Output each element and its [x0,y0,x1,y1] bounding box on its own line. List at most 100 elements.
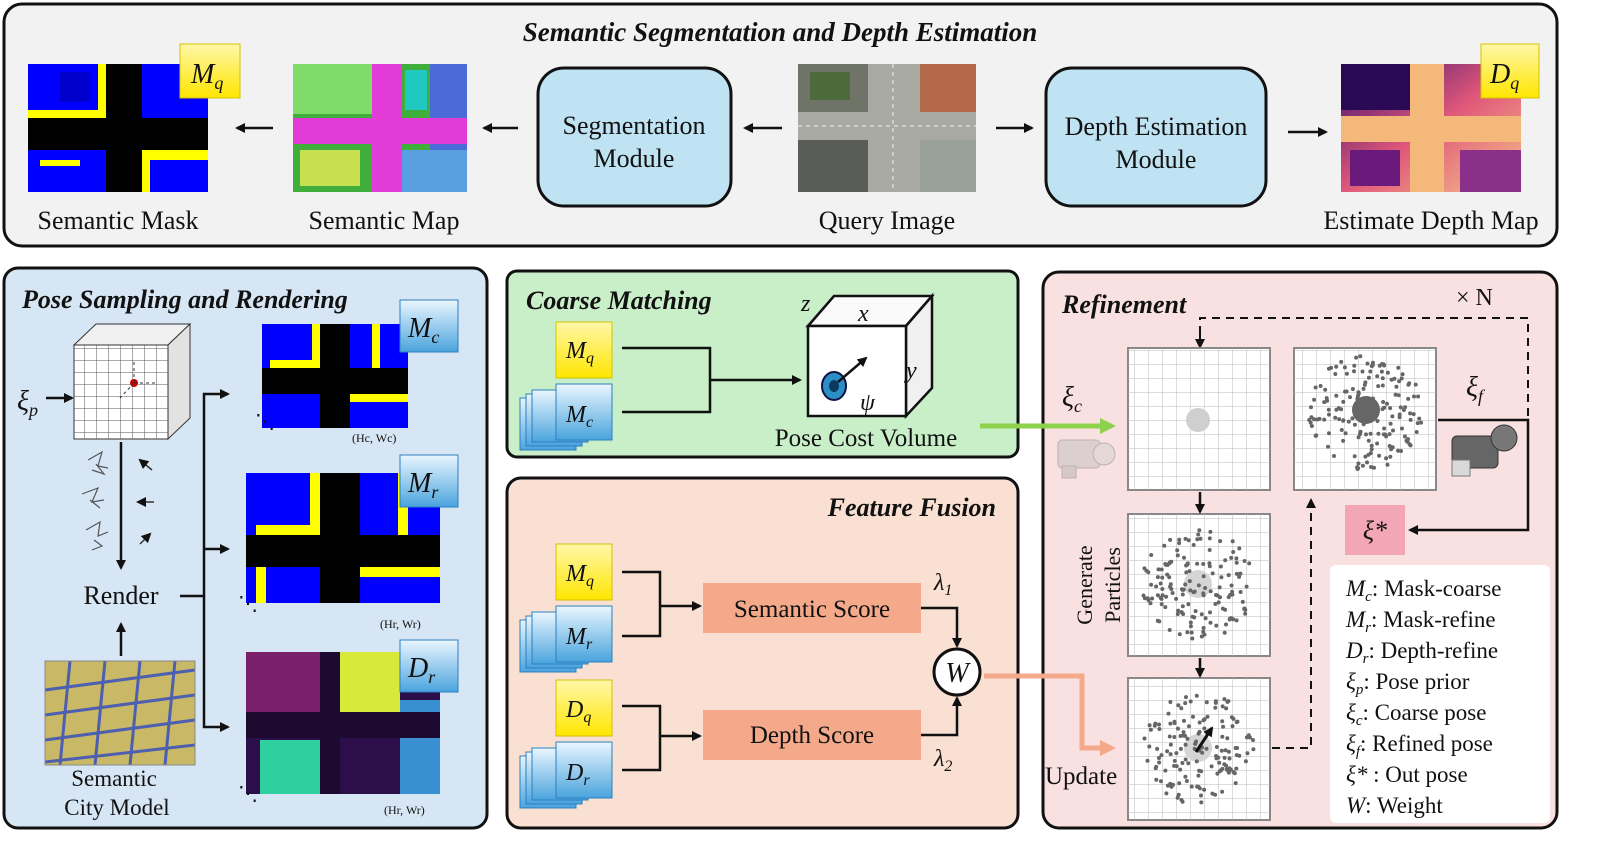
particle-dot [1380,376,1385,381]
particle-dot [1141,593,1146,598]
particle-dot [1360,369,1365,374]
particle-dot [1412,394,1416,399]
particle-dot [1191,543,1196,547]
particle-dot [1222,697,1227,702]
particle-dot [1230,539,1235,544]
particle-dot [1218,564,1223,569]
particle-dot [1389,447,1394,452]
particle-dot [1341,418,1346,423]
cost-volume-label: Pose Cost Volume [775,425,957,452]
particle-dot [1169,559,1174,564]
particle-dot [1399,376,1404,381]
particle-dot [1156,567,1161,572]
particle-dot [1398,405,1403,410]
particle-dot [1194,739,1199,744]
particle-dot [1341,438,1346,443]
legend-item: W: Weight [1346,793,1443,818]
particle-dot [1208,529,1213,534]
coarse-mc-card-stack [519,383,613,451]
particle-dot [1172,719,1177,724]
depth-score-label: Depth Score [750,722,874,749]
particle-dot [1339,428,1344,432]
particle-dot [1406,437,1410,442]
particle-dot [1220,606,1225,611]
particle-dot [1376,431,1381,436]
particle-dot [1382,363,1387,368]
particle-dot [1176,726,1180,731]
particle-dot [1180,587,1185,592]
particle-dot [1177,537,1182,542]
particle-dot [1220,734,1225,739]
query-image [798,64,976,192]
particle-dot [1213,792,1218,797]
particle-dot [1356,435,1361,440]
particle-dot [1225,699,1230,704]
particle-dot [1182,718,1186,723]
dq-tag-label: Dq [1489,59,1519,93]
particle-dot [1384,456,1389,461]
particle-dot [1214,623,1219,628]
particle-dot [1152,723,1157,728]
particle-dot [1197,768,1202,773]
particle-dot [1317,416,1322,421]
particle-dot [1313,433,1318,438]
particle-dot [1218,539,1223,544]
particle-dot [1387,432,1392,437]
particle-dot [1188,624,1193,629]
particle-dot [1186,538,1191,543]
particle-dot [1164,791,1169,796]
depth-module-line2: Module [1116,145,1197,174]
particle-dot [1226,573,1231,578]
particle-dot [1224,763,1229,768]
particle-dot [1227,756,1232,761]
particle-dot [1381,432,1386,437]
times-n-label: × N [1456,285,1493,311]
particle-dot [1207,561,1212,566]
particle-dot [1339,407,1344,412]
particle-dot [1183,701,1188,706]
particle-dot [1329,365,1334,370]
particle-dot [1197,720,1202,725]
particle-dot [1366,375,1371,380]
particle-dot [1163,605,1168,610]
particle-dot [1148,601,1153,606]
particle-dot [1408,411,1413,416]
particle-dot [1220,719,1225,724]
particle-dot [1318,384,1323,388]
particle-dot [1362,382,1367,387]
particle-dot [1223,558,1228,563]
particle-dot [1197,528,1202,533]
particle-dot [1346,419,1351,424]
particle-dot [1375,441,1380,446]
axis-z: z [800,291,811,317]
particle-dot [1240,599,1245,604]
out-pose-box [1345,505,1405,555]
particle-dot [1406,382,1411,387]
particle-dot [1163,768,1168,773]
particle-dot [1157,722,1161,727]
coarse-mc-label: Mc [565,402,593,431]
particle-dot [1185,736,1190,741]
particle-dot [1159,596,1164,601]
particle-dot [1379,369,1384,374]
depth-score-box [703,710,921,760]
particle-dot [1216,600,1221,605]
particle-dot [1158,581,1163,586]
particle-dot [1237,753,1242,758]
particle-dot [1199,793,1203,798]
particle-dot [1238,590,1243,594]
particle-dot [1189,784,1194,789]
particle-dot [1190,614,1195,619]
particle-dot [1175,553,1180,558]
particle-grid-updated [1127,677,1271,821]
particle-dot [1369,443,1374,448]
rendered-mask-coarse [262,324,408,428]
sampling-cube [72,322,192,441]
particle-dot [1222,630,1227,635]
particle-dot [1400,426,1404,431]
depth-merge-lines [622,704,662,772]
particle-dot [1198,536,1203,541]
particle-dot [1381,400,1386,404]
particle-dot [1414,430,1419,434]
